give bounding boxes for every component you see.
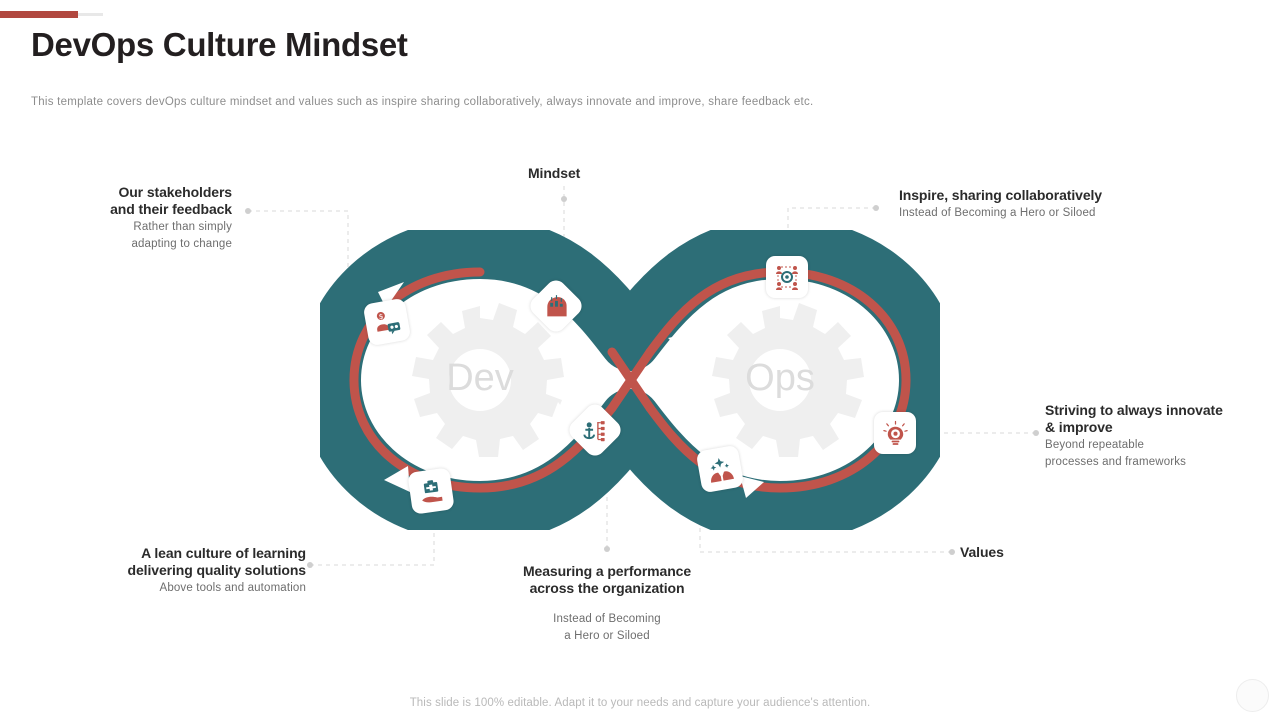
callout-lean-culture-title-line2: delivering quality solutions xyxy=(127,562,307,578)
callout-inspire-sharing: Inspire, sharing collaboratively Instead… xyxy=(899,187,1219,221)
icon-card-measure-performance[interactable] xyxy=(565,400,625,460)
icon-card-collaboration[interactable] xyxy=(766,256,808,298)
callout-inspire-sub-line1: Instead of Becoming a Hero or Siloed xyxy=(899,207,1096,219)
callout-measuring-performance: Measuring a performance across the organ… xyxy=(467,563,747,644)
footer-note: This slide is 100% editable. Adapt it to… xyxy=(409,697,871,709)
callout-measuring-sub-line2: a Hero or Siloed xyxy=(564,630,650,642)
callout-striving-sub-line2: processes and frameworks xyxy=(1045,456,1187,468)
accent-bar-tail xyxy=(78,13,103,16)
callout-stakeholders-title-line2: and their feedback xyxy=(110,201,232,217)
icon-card-values-hands[interactable] xyxy=(695,444,745,494)
accent-bar xyxy=(0,11,78,18)
loop-band xyxy=(320,230,940,530)
corner-decoration-circle xyxy=(1236,679,1269,712)
icon-card-stakeholder-feedback[interactable]: $ xyxy=(362,297,412,347)
loop-label-ops: Ops xyxy=(745,357,815,399)
page-title: DevOps Culture Mindset xyxy=(31,26,408,63)
callout-measuring-title-line2: across the organization xyxy=(529,580,685,596)
callout-striving-title-line2: & improve xyxy=(1045,419,1113,435)
anchor-checklist-icon xyxy=(583,420,605,441)
loop-label-dev: Dev xyxy=(446,357,514,399)
icon-card-innovate-bulb[interactable] xyxy=(874,412,916,454)
callout-lean-culture-title-line1: A lean culture of learning xyxy=(141,545,306,561)
callout-striving-innovate: Striving to always innovate & improve Be… xyxy=(1045,402,1277,470)
icon-card-lean-culture[interactable] xyxy=(407,467,455,515)
callout-striving-title-line1: Striving to always innovate xyxy=(1045,402,1223,418)
callout-striving-sub-line1: Beyond repeatable xyxy=(1045,439,1145,451)
callout-stakeholders-sub-line2: adapting to change xyxy=(131,238,232,250)
callout-lean-culture: A lean culture of learning delivering qu… xyxy=(25,545,307,596)
callout-stakeholders-title-line1: Our stakeholders xyxy=(118,184,232,200)
callout-stakeholders: Our stakeholders and their feedback Rath… xyxy=(12,184,232,252)
person-money-feedback-icon: $ xyxy=(376,311,401,335)
callout-lean-culture-sub-line1: Above tools and automation xyxy=(159,582,306,594)
node-label-values: Values xyxy=(960,544,1004,560)
node-label-mindset: Mindset xyxy=(528,165,581,181)
page-subtitle: This template covers devOps culture mind… xyxy=(31,96,814,108)
hands-sparkle-icon xyxy=(710,457,734,483)
hand-toolbox-icon xyxy=(421,479,443,502)
loop-cross-b xyxy=(607,347,655,413)
svg-text:$: $ xyxy=(379,314,384,322)
callout-stakeholders-sub-line1: Rather than simply xyxy=(133,221,232,233)
callout-measuring-sub-line1: Instead of Becoming xyxy=(553,613,661,625)
head-gears-icon xyxy=(547,294,567,316)
team-network-icon xyxy=(776,266,798,290)
icon-card-mindset-head[interactable] xyxy=(526,276,586,336)
callout-inspire-title-line1: Inspire, sharing collaboratively xyxy=(899,187,1102,203)
lightbulb-gear-icon xyxy=(882,420,908,445)
callout-measuring-title-line1: Measuring a performance xyxy=(522,563,692,579)
